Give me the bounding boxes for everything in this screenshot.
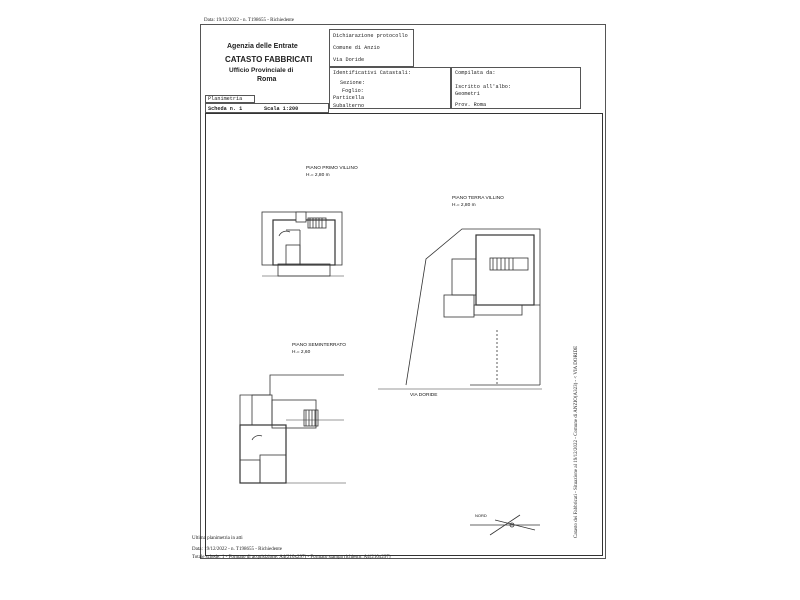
plan-primo <box>261 211 344 277</box>
agency-header: Agenzia delle Entrate CATASTO FABBRICATI… <box>205 29 327 95</box>
drawing-frame <box>205 113 603 556</box>
catasto-title: CATASTO FABBRICATI <box>225 55 313 64</box>
identificativi-title: Identificativi Catastali: <box>333 70 411 76</box>
planimetria-box: Planimetria <box>205 95 255 103</box>
plan-terra-title: PIANO TERRA VILLINO <box>452 196 504 201</box>
north-arrow <box>470 514 540 536</box>
ultima-planimetria: Ultima planimetria in atti <box>192 536 243 541</box>
footer-stamp: Data: 19/12/2022 - n. T198655 - Richiede… <box>192 547 283 552</box>
plan-terra <box>378 228 542 390</box>
office-city: Roma <box>257 76 277 83</box>
agency-name: Agenzia delle Entrate <box>227 43 298 50</box>
protocol-title: Dichiarazione protocollo <box>333 33 408 39</box>
protocol-via: Via Doride <box>333 57 365 63</box>
identificativi-box: Identificativi Catastali: Sezione: Fogli… <box>329 67 451 109</box>
subalterno-label: Subalterno <box>333 103 365 109</box>
geometri-label: Geometri <box>455 91 480 97</box>
office-name: Ufficio Provinciale di <box>229 67 294 74</box>
compilata-box: Compilata da: Iscritto all'albo: Geometr… <box>451 67 581 109</box>
plan-seminterrato-height: H.= 2,60 <box>292 350 311 355</box>
plan-primo-height: H.= 2,80 m <box>306 173 330 178</box>
footer-formato: Totale schede: 1 - Formato di acquisizio… <box>192 555 391 560</box>
north-label: NORD <box>475 513 487 518</box>
sezione-label: Sezione: <box>340 80 365 86</box>
protocol-comune: Comune di Anzio <box>333 45 380 51</box>
planimetria-title: Planimetria <box>208 96 243 102</box>
scheda-label: Scheda n. 1 <box>208 106 243 112</box>
prov-label: Prov. Roma <box>455 102 487 108</box>
particella-label: Particella <box>333 95 365 101</box>
scala-label: Scala 1:200 <box>264 106 299 112</box>
top-stamp: Data: 19/12/2022 - n. T198655 - Richiede… <box>204 18 295 23</box>
compilata-title: Compilata da: <box>455 70 496 76</box>
iscritto-label: Iscritto all'albo: <box>455 84 512 90</box>
foglio-label: Foglio: <box>342 88 364 94</box>
side-caption: Catasto dei Fabbricati - Situazione al 1… <box>574 345 579 538</box>
plan-seminterrato <box>239 374 346 484</box>
plan-primo-title: PIANO PRIMO VILLINO <box>306 166 358 171</box>
plan-seminterrato-title: PIANO SEMINTERRATO <box>292 343 346 348</box>
plan-terra-height: H.= 2,80 m <box>452 203 476 208</box>
protocol-box: Dichiarazione protocollo Comune di Anzio… <box>329 29 414 67</box>
street-label: VIA DORIDE <box>410 393 438 398</box>
cadastral-sheet: Agenzia delle Entrate CATASTO FABBRICATI… <box>200 24 606 559</box>
scheda-box: Scheda n. 1 Scala 1:200 <box>205 103 329 113</box>
